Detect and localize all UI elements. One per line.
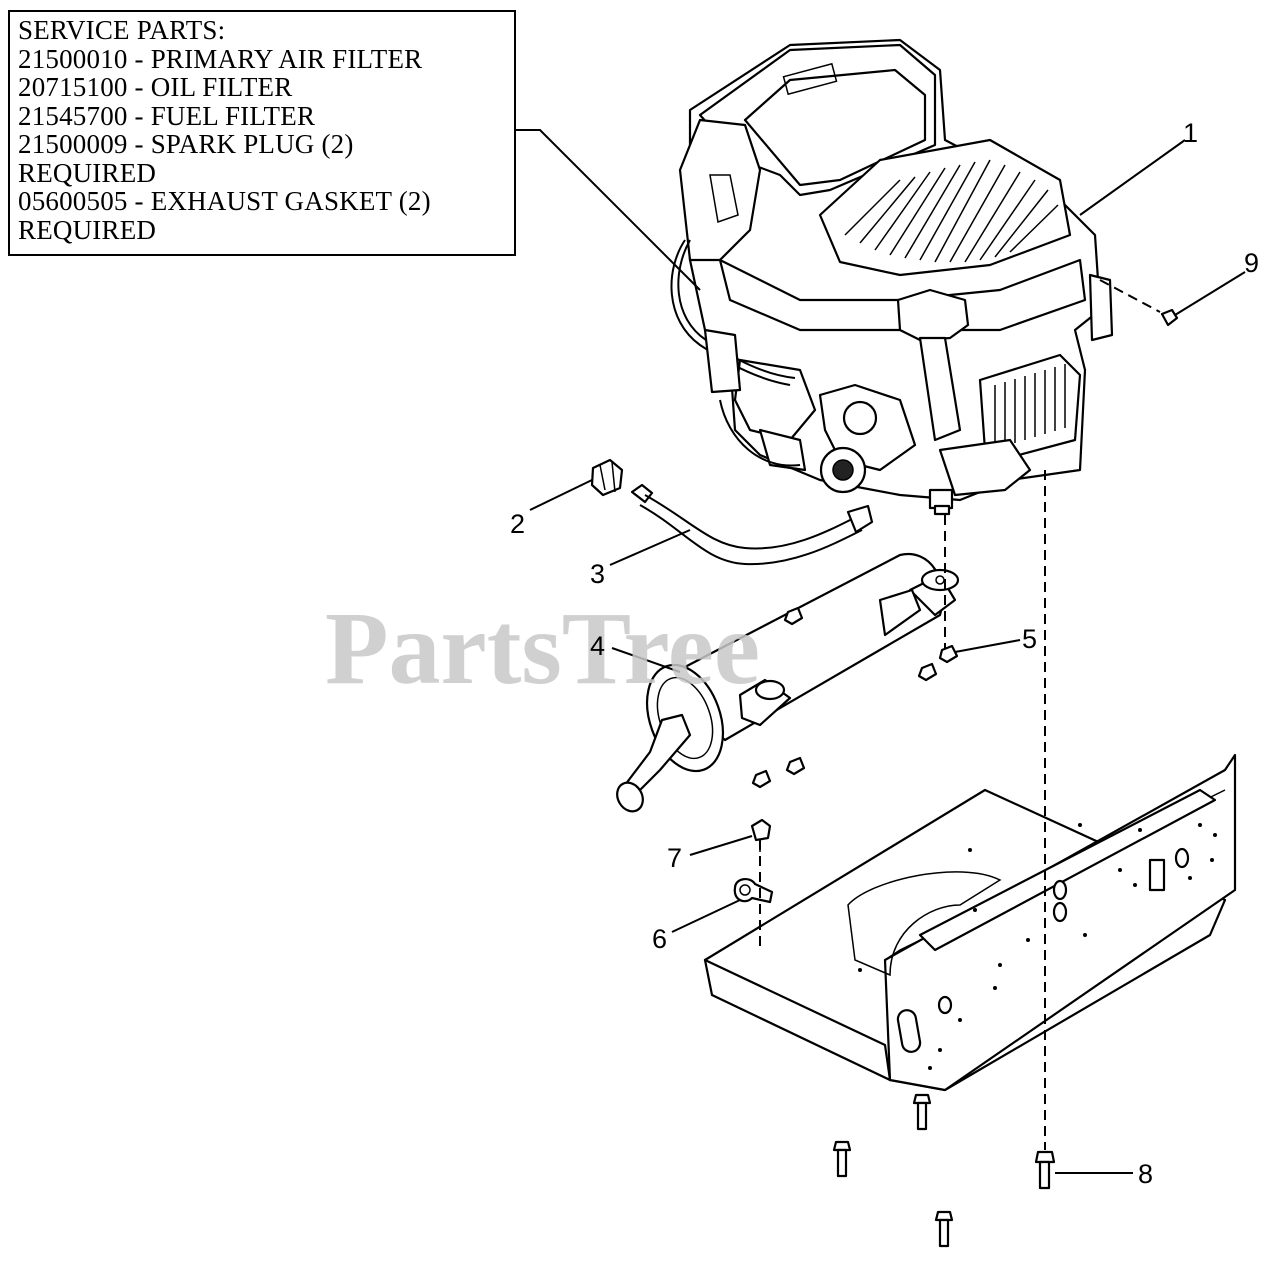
callout-4[interactable]: 4 — [590, 631, 605, 661]
service-part-line: 21500009 - SPARK PLUG (2) — [18, 129, 354, 159]
leader-lines — [516, 129, 1246, 1174]
hose-part-3[interactable] — [630, 483, 874, 566]
service-part-line: 05600505 - EXHAUST GASKET (2) — [18, 186, 431, 216]
alignment-lines — [759, 279, 1161, 1150]
service-part-line: 21545700 - FUEL FILTER — [18, 100, 316, 131]
engine-part-1[interactable] — [670, 38, 1114, 516]
partstree-watermark: PartsTree — [325, 591, 760, 706]
engine-mount-frame — [703, 753, 1237, 1092]
service-parts-heading: SERVICE PARTS: — [18, 15, 226, 45]
service-part-line: 21500010 - PRIMARY AIR FILTER — [18, 43, 423, 74]
fitting-part-2[interactable] — [590, 458, 624, 497]
service-parts-box: SERVICE PARTS: 21500010 - PRIMARY AIR FI… — [8, 10, 516, 256]
bolts-part-8[interactable] — [832, 1093, 1056, 1248]
service-part-line: 20715100 - OIL FILTER — [18, 72, 293, 102]
callout-3[interactable]: 3 — [590, 559, 605, 589]
callout-6[interactable]: 6 — [652, 924, 667, 954]
bolt-part-9[interactable] — [1160, 308, 1179, 327]
callout-1[interactable]: 1 — [1183, 118, 1198, 148]
service-part-line: REQUIRED — [18, 157, 157, 188]
callout-5[interactable]: 5 — [1022, 624, 1037, 654]
service-part-line: REQUIRED — [18, 214, 157, 245]
callout-9[interactable]: 9 — [1244, 248, 1259, 278]
muffler-part-4[interactable] — [612, 552, 960, 816]
callout-7[interactable]: 7 — [667, 843, 682, 873]
nut-part-5[interactable] — [938, 644, 959, 664]
clamp-part-6[interactable] — [733, 878, 774, 904]
callout-8[interactable]: 8 — [1138, 1159, 1153, 1189]
callout-numbers: 1 2 3 4 5 6 7 8 9 — [510, 118, 1259, 1189]
callout-2[interactable]: 2 — [510, 509, 525, 539]
